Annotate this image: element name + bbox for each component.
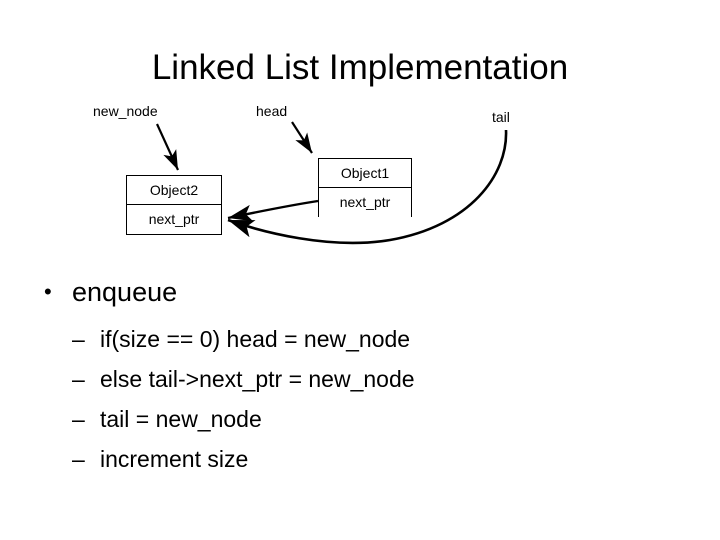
dash-marker-icon: –	[72, 406, 85, 432]
dash-marker-icon: –	[72, 366, 85, 392]
dash-marker-icon: –	[72, 326, 85, 352]
diagram-arrows-svg	[155, 121, 508, 245]
arrow-tail-to-object2	[227, 129, 508, 245]
bullet-marker-icon: •	[44, 279, 52, 304]
node-object1: Object1 next_ptr	[318, 158, 412, 217]
linked-list-diagram: new_node head tail Object2 next_ptr Obje…	[93, 103, 510, 245]
sub-bullet-label: tail = new_node	[100, 406, 262, 432]
arrow-object1-next-ptr-to-object2	[227, 199, 319, 222]
sub-bullet-tail-assign: – tail = new_node	[0, 399, 720, 439]
pointer-label-head: head	[256, 103, 288, 119]
sub-bullet-label: else tail->next_ptr = new_node	[100, 366, 415, 392]
bullet-enqueue-label: enqueue	[72, 277, 178, 307]
sub-bullet-label: if(size == 0) head = new_node	[100, 326, 411, 352]
pointer-label-new-node: new_node	[93, 103, 158, 119]
node-object2-next-ptr: next_ptr	[127, 205, 221, 234]
pointer-label-tail: tail	[492, 109, 510, 125]
node-object2: Object2 next_ptr	[126, 175, 222, 235]
sub-bullet-increment-size: – increment size	[0, 439, 720, 479]
arrow-head-to-object1	[291, 121, 313, 154]
dash-marker-icon: –	[72, 446, 85, 472]
arrow-new-node-to-object2	[155, 123, 180, 171]
node-object2-title: Object2	[127, 176, 221, 205]
body-content: • enqueue – if(size == 0) head = new_nod…	[0, 272, 720, 479]
sub-bullet-if-size-zero: – if(size == 0) head = new_node	[0, 319, 720, 359]
sub-bullet-label: increment size	[100, 446, 249, 472]
node-object1-title: Object1	[319, 159, 411, 188]
page-title: Linked List Implementation	[151, 48, 569, 87]
bullet-enqueue: • enqueue	[0, 272, 720, 312]
node-object1-next-ptr: next_ptr	[319, 188, 411, 217]
sub-bullet-list: – if(size == 0) head = new_node – else t…	[0, 319, 720, 479]
sub-bullet-else-tail-next-ptr: – else tail->next_ptr = new_node	[0, 359, 720, 399]
